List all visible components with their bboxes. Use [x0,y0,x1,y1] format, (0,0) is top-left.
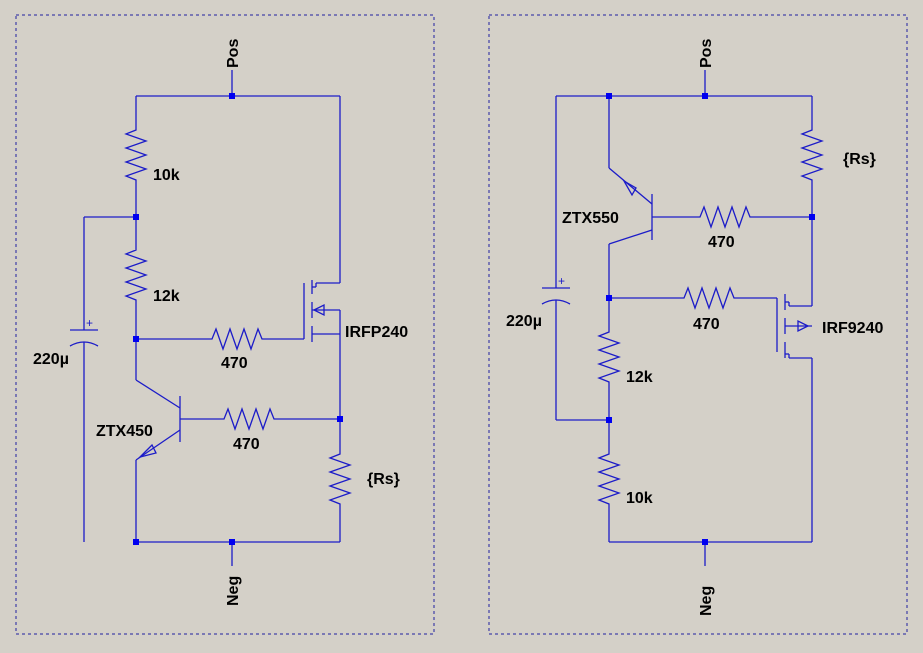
left-transistor-label: ZTX450 [96,423,153,440]
right-node-2 [809,214,815,220]
right-schematic-frame [488,14,908,635]
right-node-neg [702,539,708,545]
left-r-12k-label: 12k [153,288,180,305]
right-cap-polarity: + [558,274,565,288]
right-r-10k [597,450,621,512]
left-cap-label: 220µ [33,351,69,368]
left-r-470-base-label: 470 [233,436,260,453]
left-capacitor [69,324,99,348]
left-r-12k [124,246,148,306]
left-node-junction-2 [133,336,139,342]
left-r-rs-label: {Rs} [367,471,400,488]
right-r-470-gate-label: 470 [693,316,720,333]
left-r-470-gate [208,327,264,351]
right-pnp-transistor [608,167,653,245]
left-neg-label: Neg [225,576,242,606]
left-r-470-gate-label: 470 [221,355,248,372]
left-r-10k [124,126,148,184]
left-node-junction-4 [133,539,139,545]
right-cap-label: 220µ [506,313,542,330]
right-pos-label: Pos [698,39,715,68]
right-transistor-label: ZTX550 [562,210,619,227]
right-neg-label: Neg [698,586,715,616]
left-cap-polarity: + [86,316,93,330]
right-capacitor [541,282,571,306]
left-node-neg [229,539,235,545]
left-mosfet-label: IRFP240 [345,324,408,341]
left-mosfet [303,280,341,342]
right-node-3 [606,295,612,301]
left-schematic-frame [15,14,435,635]
left-r-470-base [220,407,276,431]
left-r-10k-label: 10k [153,167,180,184]
right-r-10k-label: 10k [626,490,653,507]
right-r-12k-label: 12k [626,369,653,386]
left-circuit: + Pos Neg 10k [33,39,408,606]
left-wires [83,70,341,566]
left-node-junction-1 [133,214,139,220]
right-r-12k [597,328,621,390]
right-node-4 [606,417,612,423]
right-r-470-gate [680,286,736,310]
right-r-rs-label: {Rs} [843,151,876,168]
right-r-rs [800,126,824,184]
right-mosfet-label: IRF9240 [822,320,883,337]
right-circuit: + Pos Neg {Rs} [506,39,883,616]
right-mosfet [776,294,812,358]
right-node-1 [606,93,612,99]
right-r-470-base [696,205,752,229]
left-pos-label: Pos [225,39,242,68]
left-r-rs [328,450,352,512]
right-r-470-base-label: 470 [708,234,735,251]
left-node-pos [229,93,235,99]
right-node-pos [702,93,708,99]
left-node-junction-3 [337,416,343,422]
right-wires [555,70,813,566]
left-npn-transistor [135,379,181,461]
